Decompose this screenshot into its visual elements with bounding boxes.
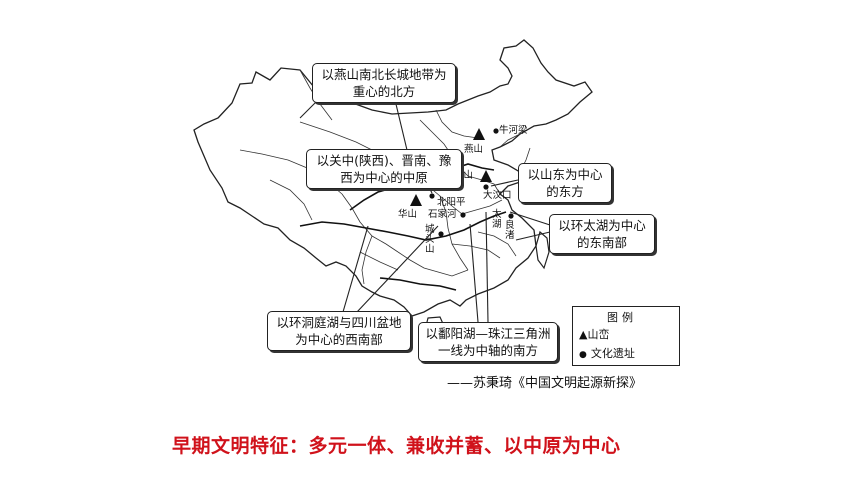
- callout-southwest-line-2: 为中心的西南部: [295, 332, 383, 347]
- callout-east-line-2: 的东方: [546, 184, 584, 199]
- niuheliang-label: 牛河梁: [499, 125, 528, 136]
- chengtoushan-label: 城头山: [425, 224, 435, 255]
- legend-site-row: ●文化遗址: [579, 345, 635, 361]
- map-legend: 图例 ▲山峦 ●文化遗址: [572, 306, 680, 366]
- beiyangping-site-icon: [429, 193, 435, 199]
- callout-north-line-1: 以燕山南北长城地带为: [321, 67, 447, 82]
- legend-mountain-label: 山峦: [587, 328, 610, 341]
- callout-southeast-line-1: 以环太湖为中心: [558, 218, 646, 233]
- legend-mountain-row: ▲山峦: [579, 326, 609, 342]
- callout-south-line-2: 一线为中轴的南方: [437, 343, 538, 358]
- taishan-label: 泰山: [454, 170, 474, 181]
- taihu-label: 太湖: [492, 209, 502, 230]
- niuheliang-site-icon: [493, 128, 499, 134]
- legend-site-icon: ●: [579, 350, 587, 360]
- huashan-label: 华山: [398, 209, 418, 220]
- legend-title: 图例: [607, 311, 637, 324]
- callout-southeast-line-2: 的东南部: [576, 235, 627, 250]
- shijiahe-label: 石家河: [428, 209, 457, 220]
- taiwan-island: [535, 230, 550, 270]
- pearl-river: [379, 277, 457, 291]
- callout-south-line-1: 以鄱阳湖—珠江三角洲: [425, 326, 551, 341]
- source-citation: ——苏秉琦《中国文明起源新探》: [447, 376, 643, 391]
- dawenkou-site-icon: [483, 184, 489, 190]
- dawenkou-label: 大汶口: [483, 190, 512, 201]
- taishan-mountain-icon: [480, 170, 492, 182]
- callout-east-line-1: 以山东为中心: [527, 167, 603, 182]
- callout-central: 以关中(陕西)、晋南、豫 西为中心的中原: [306, 149, 462, 189]
- chengtoushan-site-icon: [438, 231, 444, 237]
- liangzhu-site-icon: [508, 213, 514, 219]
- callout-north: 以燕山南北长城地带为 重心的北方: [312, 63, 456, 103]
- beiyangping-label: 北阳平: [437, 197, 466, 208]
- callout-north-line-2: 重心的北方: [352, 84, 416, 99]
- yanshan-label: 燕山: [464, 144, 484, 155]
- national-boundary: [193, 39, 593, 317]
- callout-east: 以山东为中心 的东方: [518, 163, 612, 203]
- callout-central-line-2: 西为中心的中原: [340, 170, 428, 185]
- yangtze-river: [299, 211, 507, 241]
- legend-mountain-icon: ▲: [579, 328, 588, 341]
- shijiahe-site-icon: [460, 212, 466, 218]
- yanshan-mountain-icon: [473, 128, 485, 140]
- callout-south: 以鄱阳湖—珠江三角洲 一线为中轴的南方: [418, 322, 558, 362]
- liangzhu-label: 良渚: [505, 220, 515, 241]
- callout-southeast: 以环太湖为中心 的东南部: [549, 214, 655, 254]
- legend-site-label: 文化遗址: [590, 347, 635, 360]
- callout-southwest: 以环洞庭湖与四川盆地 为中心的西南部: [267, 311, 411, 351]
- huashan-mountain-icon: [410, 194, 422, 206]
- callout-southwest-line-1: 以环洞庭湖与四川盆地: [276, 315, 402, 330]
- callout-central-line-1: 以关中(陕西)、晋南、豫: [316, 153, 452, 168]
- headline: 早期文明特征：多元一体、兼收并蓄、以中原为中心: [172, 435, 621, 457]
